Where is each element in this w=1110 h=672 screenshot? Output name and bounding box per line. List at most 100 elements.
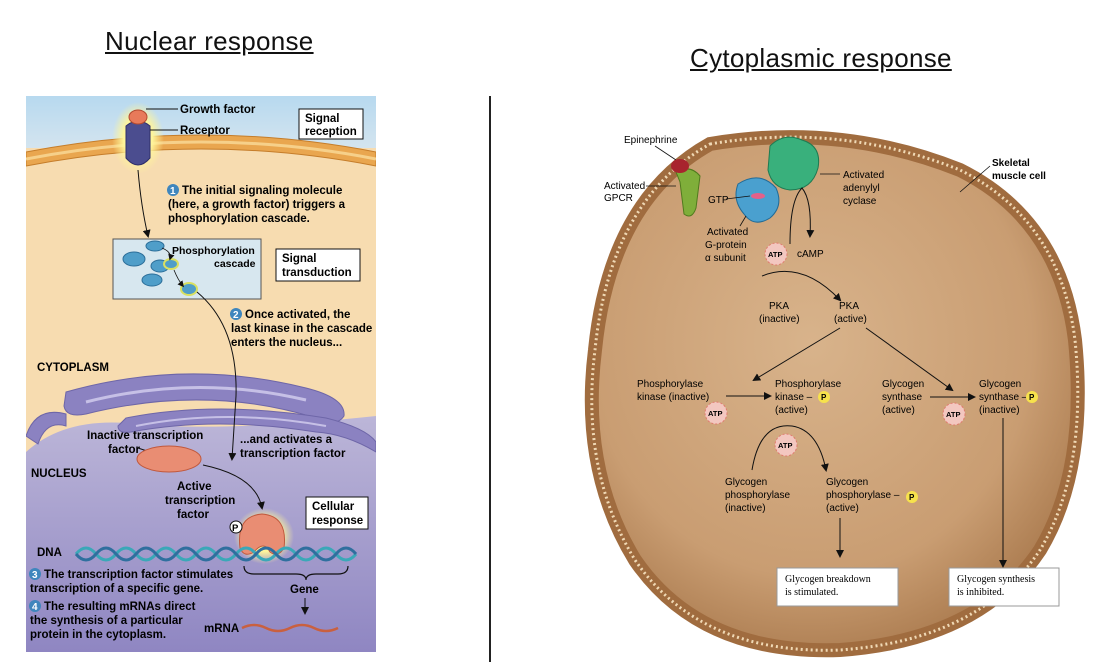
gp-active-label-2: phosphorylase – — [826, 490, 900, 501]
mrna-strand — [241, 623, 339, 633]
gp-phosphate-label: P — [909, 493, 915, 502]
phospho-cascade-label-2: cascade — [214, 258, 256, 270]
activates-tf-label-1: ...and activates a — [240, 434, 333, 446]
atp-burst-1: ATP — [764, 242, 788, 266]
gs-phosphate-label: P — [1029, 393, 1035, 402]
step-2-number: 2 — [233, 310, 239, 321]
step-4-badge — [29, 600, 41, 612]
cytoplasmic-response-heading: Cytoplasmic response — [690, 43, 952, 73]
adenylyl-cyclase-label-3: cyclase — [843, 196, 877, 207]
cellular-response-box — [305, 496, 369, 530]
atp-burst-4: ATP — [774, 433, 798, 457]
cellular-response-label-1: Cellular — [312, 501, 355, 513]
phk-inactive-label-1: Phosphorylase — [637, 379, 704, 390]
growth-factor-label: Growth factor — [180, 104, 256, 116]
adenylyl-cyclase-label-2: adenylyl — [843, 183, 880, 194]
gs-active-label-3: (active) — [882, 405, 915, 416]
receptor-label: Receptor — [180, 125, 230, 137]
receptor-shape — [125, 120, 151, 166]
nucleus-area — [26, 416, 376, 652]
skeletal-muscle-label-2: muscle cell — [992, 171, 1046, 182]
synthesis-label-1: Glycogen synthesis — [957, 574, 1035, 585]
active-tf-label-1: Active — [177, 481, 212, 493]
nuclear-response-diagram: Growth factor Receptor Signal reception … — [26, 96, 376, 652]
atp-label-2: ATP — [708, 409, 722, 418]
phk-inactive-label-2: kinase (inactive) — [637, 392, 709, 403]
gp-active-label-1: Glycogen — [826, 477, 868, 488]
camp-label: cAMP — [797, 249, 824, 260]
gp-active-label-3: (active) — [826, 503, 859, 514]
step-1-text-1: The initial signaling molecule — [182, 185, 342, 197]
activated-gpcr-label-2: GPCR — [604, 193, 633, 204]
pka-active-label-1: PKA — [839, 301, 859, 312]
gs-inactive-label-3: (inactive) — [979, 405, 1020, 416]
gp-phosphate — [906, 491, 918, 503]
phk-active-label-3: (active) — [775, 405, 808, 416]
gs-inactive-label-2: synthase – — [979, 392, 1028, 403]
gp-inactive-label-3: (inactive) — [725, 503, 766, 514]
inactive-transcription-factor — [136, 445, 202, 473]
step-3-badge — [29, 568, 41, 580]
gene-label: Gene — [290, 584, 319, 596]
step-4-text-1: The resulting mRNAs direct — [44, 601, 196, 613]
atp-burst-2: ATP — [704, 401, 728, 425]
glycogen-synthesis-box — [948, 567, 1060, 607]
atp-label-3: ATP — [946, 410, 960, 419]
gtp-label: GTP — [708, 195, 729, 206]
gene-brace — [243, 565, 349, 581]
nuclear-envelope — [26, 411, 67, 445]
activates-tf-label-2: transcription factor — [240, 448, 346, 460]
step-2-text-1: Once activated, the — [245, 309, 350, 321]
phk-phosphate-label: P — [821, 393, 827, 402]
cytoplasmic-response-diagram: Skeletal muscle cell Epinephrine Activat… — [584, 130, 1085, 658]
inactive-tf-label-2: factor — [108, 444, 140, 456]
dna-label: DNA — [37, 547, 62, 559]
phk-active-label-2: kinase – — [775, 392, 813, 403]
adenylyl-cyclase-label-1: Activated — [843, 170, 884, 181]
step-1-number: 1 — [170, 186, 176, 197]
pka-inactive-label-2: (inactive) — [759, 314, 800, 325]
gp-inactive-label-2: phosphorylase — [725, 490, 790, 501]
signal-reception-box — [298, 108, 364, 140]
breakdown-label-2: is stimulated. — [785, 587, 838, 598]
atp-burst-3: ATP — [942, 402, 966, 426]
g-protein-label-1: Activated — [707, 227, 748, 238]
signal-reception-label-2: reception — [305, 126, 357, 138]
phosphate-label: P — [232, 523, 239, 534]
gs-active-label-2: synthase — [882, 392, 922, 403]
adenylyl-cyclase-shape — [767, 136, 820, 191]
g-protein-label-2: G-protein — [705, 240, 747, 251]
cytoplasm-label: CYTOPLASM — [37, 362, 109, 374]
mrna-label: mRNA — [204, 623, 239, 635]
atp-label-1: ATP — [768, 250, 782, 259]
signal-reception-label-1: Signal — [305, 113, 340, 125]
step-1-text-2: (here, a growth factor) triggers a — [168, 199, 346, 211]
step-4-number: 4 — [32, 602, 38, 613]
g-protein-shape — [735, 177, 780, 223]
active-tf-label-2: transcription — [165, 495, 235, 507]
g-protein-label-3: α subunit — [705, 253, 746, 264]
gp-inactive-label-1: Glycogen — [725, 477, 767, 488]
epinephrine-shape — [671, 159, 689, 173]
pka-active-label-2: (active) — [834, 314, 867, 325]
step-1-badge — [167, 184, 179, 196]
gs-phosphate — [1026, 391, 1038, 403]
active-tf-label-3: factor — [177, 509, 209, 521]
epinephrine-label: Epinephrine — [624, 135, 678, 146]
synthesis-label-2: is inhibited. — [957, 587, 1004, 598]
step-4-text-3: protein in the cytoplasm. — [30, 629, 166, 641]
panel-divider — [489, 96, 491, 662]
skeletal-muscle-label-1: Skeletal — [992, 158, 1030, 169]
cellular-response-label-2: response — [312, 515, 363, 527]
nuclear-response-heading: Nuclear response — [105, 26, 314, 56]
glycogen-breakdown-box — [776, 567, 899, 607]
activated-gpcr-label-1: Activated — [604, 181, 645, 192]
signal-transduction-box — [275, 248, 361, 282]
step-1-text-3: phosphorylation cascade. — [168, 213, 310, 225]
nucleus-label: NUCLEUS — [31, 468, 87, 480]
pka-inactive-label-1: PKA — [769, 301, 789, 312]
phk-phosphate — [818, 391, 830, 403]
breakdown-label-1: Glycogen breakdown — [785, 574, 871, 585]
skeletal-muscle-cell — [584, 130, 1085, 658]
atp-label-4: ATP — [778, 441, 792, 450]
